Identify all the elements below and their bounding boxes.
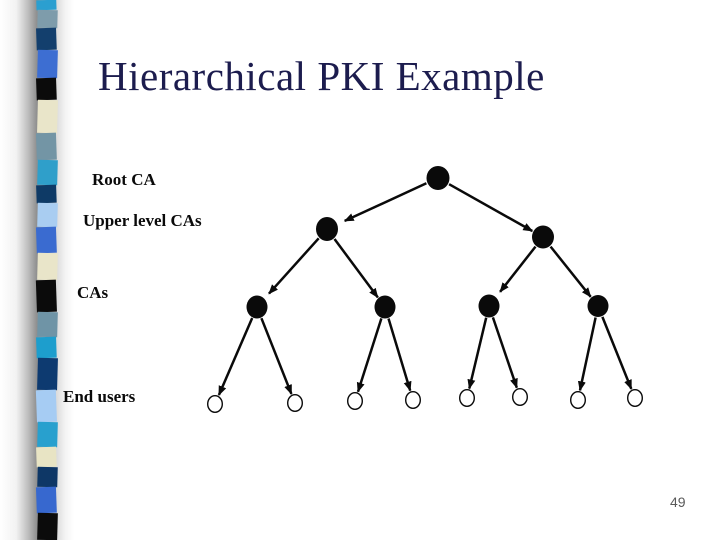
root-ca-node [426,166,450,190]
label-end-users: End users [63,387,136,406]
certification-edge [601,316,633,390]
label-cas: CAs [77,283,109,302]
certification-edge [343,182,427,223]
end-user-node [512,388,529,407]
end-user-node [206,395,223,414]
ca-node [587,295,609,317]
label-upper-level-cas: Upper level CAs [83,211,202,230]
certification-edge [491,316,518,389]
certification-edge [387,318,412,392]
ca-node [478,294,500,318]
end-user-node [627,389,644,408]
certification-edge [448,183,534,233]
certification-edge [217,317,254,396]
certification-edge [333,238,379,299]
certification-edge [467,317,488,390]
certification-edge [549,245,592,298]
end-user-node [405,391,422,410]
end-user-node [287,394,304,413]
ca-node [246,295,268,319]
ca-node [374,295,396,319]
certification-edge [260,317,293,395]
page-number: 49 [670,494,686,510]
slide-title: Hierarchical PKI Example [98,53,545,99]
label-root-ca: Root CA [92,170,156,189]
ca-node [316,217,338,241]
certification-edge [577,317,597,392]
end-user-node [570,391,587,410]
certification-edge [499,245,537,293]
certification-edge [356,318,383,393]
end-user-node [347,392,364,411]
end-user-node [459,389,476,408]
ca-node [532,225,554,249]
certification-edge [268,237,320,295]
